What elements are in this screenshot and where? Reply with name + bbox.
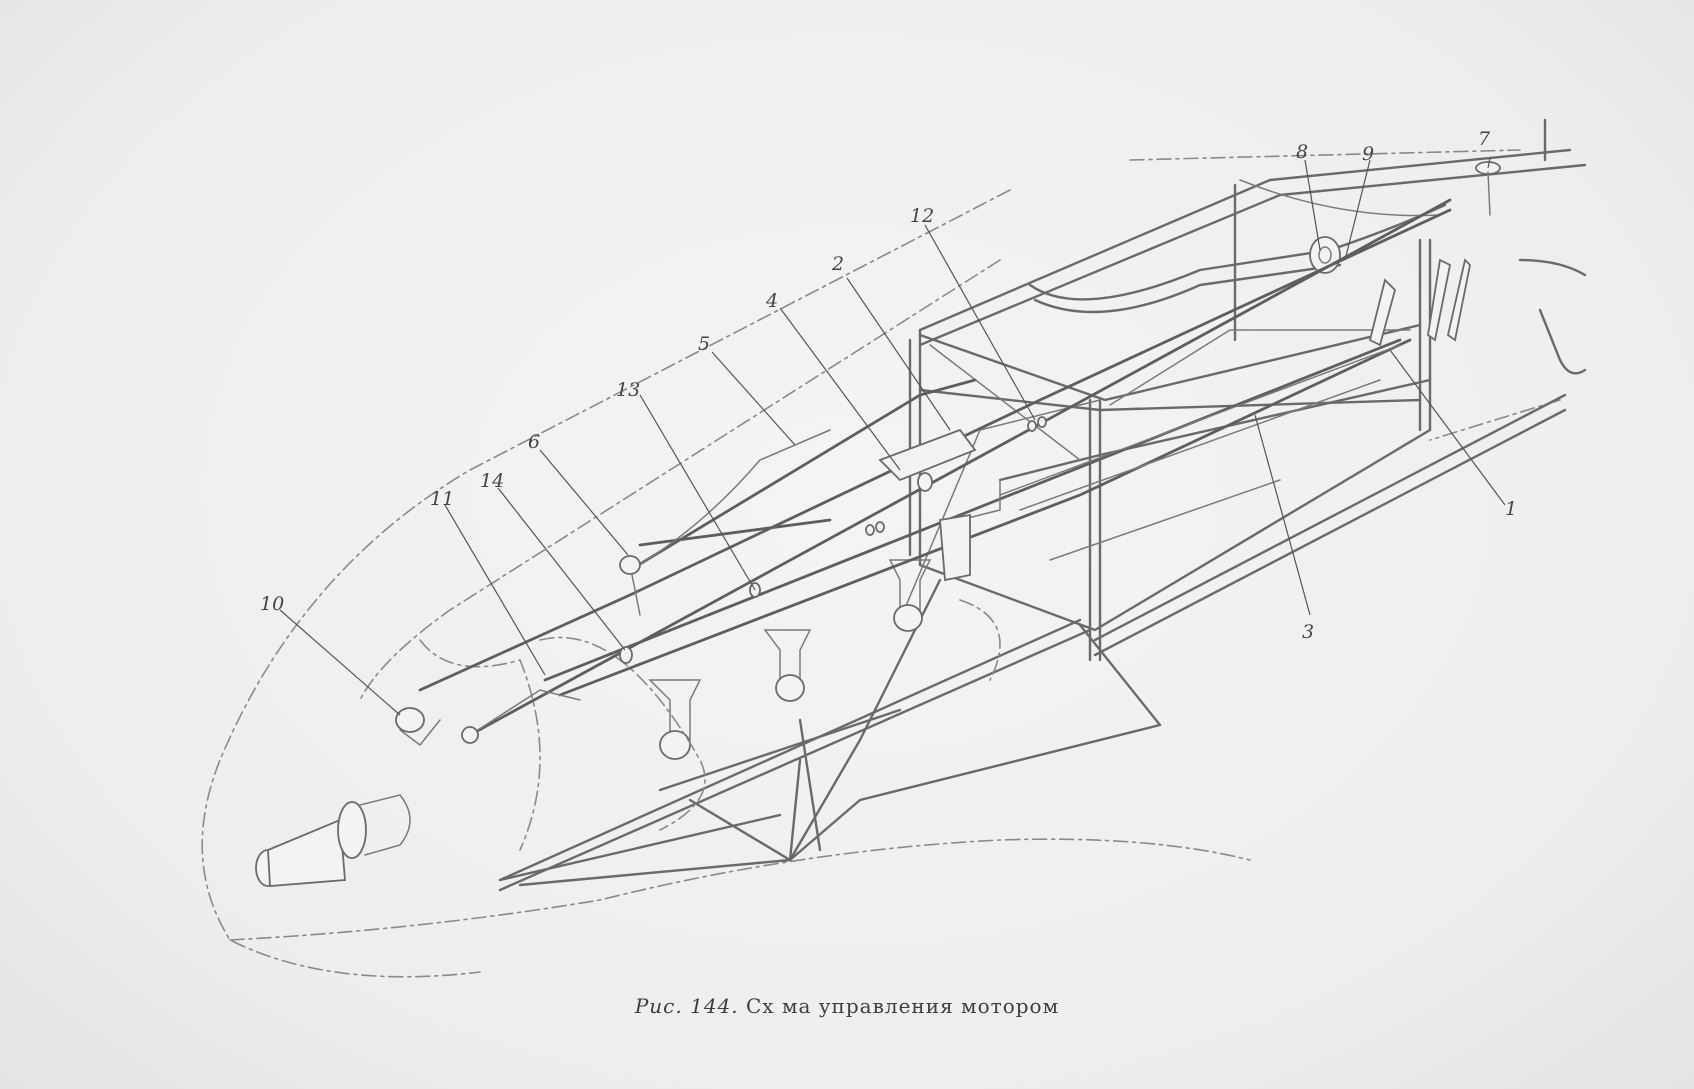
figure-number: Рис. 144. (634, 994, 739, 1018)
control-rods (418, 198, 1452, 737)
callout-4: 4 (765, 290, 778, 312)
callout-10: 10 (260, 593, 284, 615)
callout-14: 14 (480, 470, 504, 492)
callout-1: 1 (1505, 498, 1517, 520)
engine-cylinders (419, 559, 1001, 851)
fuselage-outline (201, 149, 1561, 978)
callout-7: 7 (1478, 128, 1491, 150)
control-components (395, 118, 1587, 747)
callout-6: 6 (528, 431, 540, 453)
callout-13: 13 (616, 379, 640, 401)
callout-8: 8 (1296, 141, 1308, 163)
callout-12: 12 (910, 205, 934, 227)
callout-5: 5 (698, 333, 710, 355)
callout-labels: 1 2 3 4 5 6 7 8 9 10 11 12 13 14 (260, 128, 1517, 643)
callout-leaders (279, 157, 1506, 716)
callout-3: 3 (1302, 621, 1314, 643)
callout-11: 11 (430, 488, 454, 510)
propeller-hub (255, 794, 411, 887)
tubular-frame (498, 148, 1587, 892)
figure-caption: Рис. 144. Сх ма управления мотором (0, 994, 1694, 1018)
callout-2: 2 (831, 253, 844, 275)
figure-title: Сх ма управления мотором (746, 994, 1060, 1018)
callout-9: 9 (1362, 143, 1374, 165)
